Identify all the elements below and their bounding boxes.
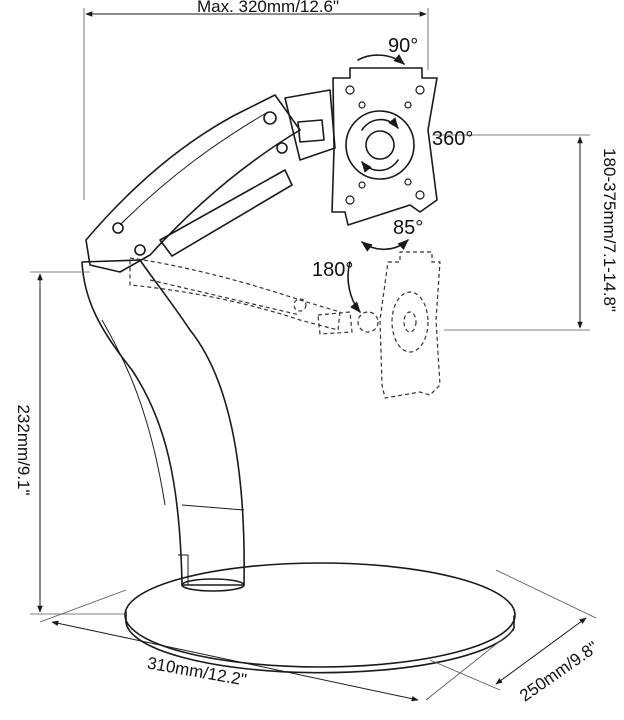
vesa-plate-lowered	[379, 251, 441, 399]
rotate-90-arrow	[357, 54, 405, 65]
label-rotate-90: 90°	[388, 35, 418, 57]
dimension-base-width	[39, 589, 515, 702]
dimension-height-range	[432, 134, 590, 331]
oval-base	[124, 562, 516, 674]
label-swivel-180: 180°	[312, 259, 353, 281]
label-base-depth: 250mm/9.8"	[516, 638, 602, 706]
label-max-width: Max. 320mm/12.6"	[197, 0, 339, 16]
stand-column	[81, 259, 245, 592]
label-tilt-85: 85°	[393, 217, 423, 239]
tilt-85-arrow	[361, 239, 409, 252]
dimension-stand-height	[30, 271, 126, 615]
label-height-range: 180-375mm/7.1-14.8"	[600, 148, 619, 312]
label-stand-height: 232mm/9.1"	[14, 404, 33, 495]
swivel-180-arrow	[347, 261, 361, 313]
dimension-base-depth	[429, 569, 597, 691]
label-rotate-360: 360°	[432, 128, 473, 150]
label-base-width: 310mm/12.2"	[146, 653, 248, 689]
dimension-max-width	[83, 8, 429, 200]
arm-lowered-position	[129, 257, 379, 335]
gas-spring-arm	[85, 89, 336, 273]
vesa-plate-upper	[331, 67, 438, 226]
